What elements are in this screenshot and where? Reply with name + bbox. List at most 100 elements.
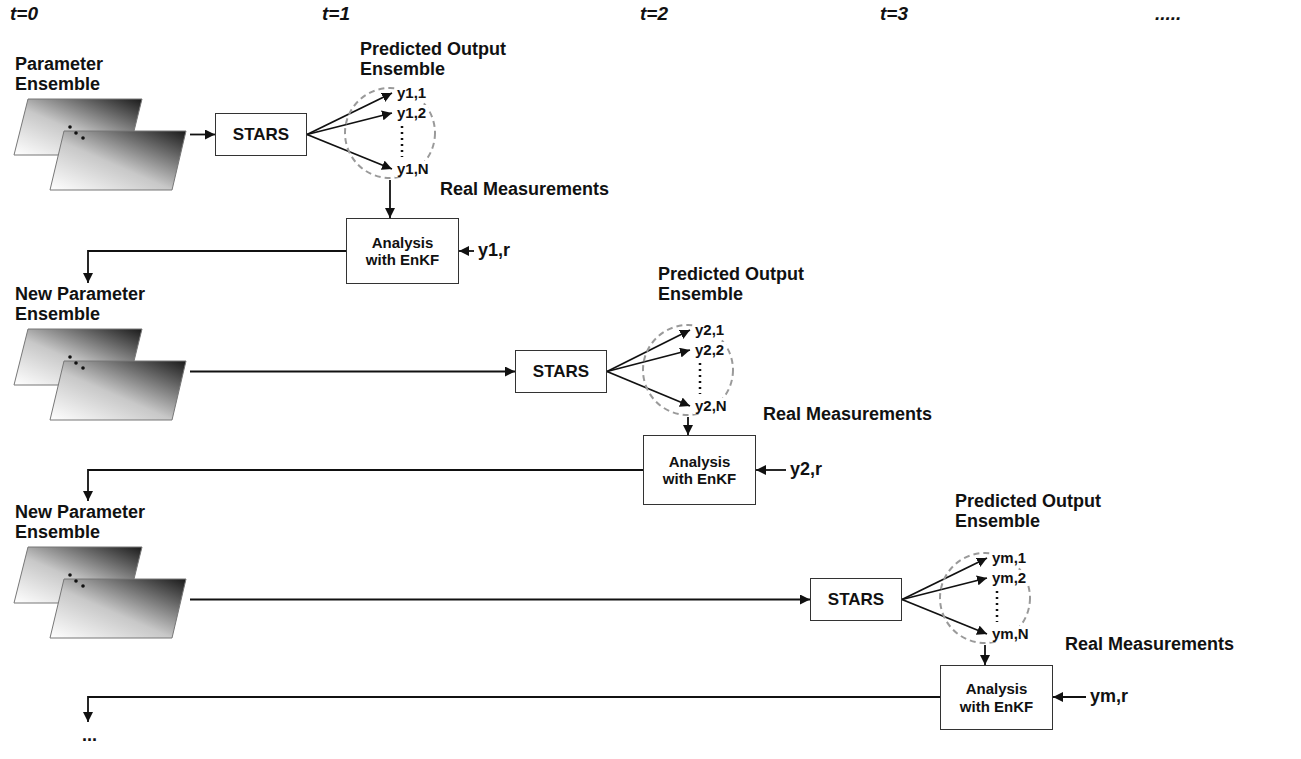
connector-branch <box>307 113 392 135</box>
ensemble-heading: New Parameter Ensemble <box>15 285 165 325</box>
measurement-symbol: ym,r <box>1090 687 1128 707</box>
connector-arrow <box>984 645 986 665</box>
feedback-arrow <box>88 251 346 283</box>
output-symbol: y2,2 <box>693 342 726 359</box>
simulator-box: STARS <box>215 113 307 156</box>
ellipsis-dots <box>996 591 999 622</box>
text-holder: ym,1 <box>990 550 1028 567</box>
output-symbol: ym,1 <box>990 550 1028 567</box>
text-holder: ... <box>82 726 97 746</box>
connector-branch <box>607 330 690 372</box>
ellipsis-dot <box>74 579 78 583</box>
ellipsis-dot <box>74 131 78 135</box>
box-text: STARS <box>828 590 884 610</box>
text-holder: ym,N <box>990 626 1031 643</box>
text-holder: y1,r <box>478 241 510 261</box>
parameter-ensemble: New Parameter Ensemble <box>10 285 190 422</box>
box-text: STARS <box>233 125 289 145</box>
ensemble-circle <box>643 325 733 415</box>
connector-arrow <box>190 134 215 136</box>
ellipsis-dots <box>401 126 404 157</box>
text-holder: t=0 <box>10 4 38 25</box>
analysis-box: Analysis with EnKF <box>940 665 1053 730</box>
parameter-sheet <box>50 579 186 638</box>
ellipsis-dot <box>68 355 72 359</box>
text-holder: t=1 <box>322 4 350 25</box>
text-holder: y2,r <box>790 460 822 480</box>
connector-arrow <box>389 180 391 218</box>
ellipsis-dot <box>81 136 85 140</box>
continuation-arrow <box>88 697 940 722</box>
feedback-arrow <box>88 470 643 501</box>
connector-arrow <box>687 417 689 435</box>
continuation-dots: ..... <box>1155 4 1181 25</box>
parameter-sheet <box>50 131 186 190</box>
output-symbol: ym,N <box>990 626 1031 643</box>
connector-arrow <box>190 371 515 373</box>
ensemble-circle <box>940 553 1030 643</box>
text-holder: Predicted Output Ensemble <box>955 492 1130 532</box>
ensemble-heading: Parameter Ensemble <box>15 55 165 95</box>
measurement-symbol: y1,r <box>478 241 510 261</box>
measurement-arrow <box>756 469 786 471</box>
ensemble-heading: Predicted Output Ensemble <box>360 40 535 80</box>
analysis-box: Analysis with EnKF <box>643 435 756 505</box>
text-holder: y1,1 <box>395 85 428 102</box>
output-symbol: ym,2 <box>990 570 1028 587</box>
ellipsis-dots <box>699 363 702 394</box>
parameter-ensemble: Parameter Ensemble <box>10 55 190 192</box>
time-label: t=1 <box>322 4 350 25</box>
output-symbol: y1,1 <box>395 85 428 102</box>
ensemble-heading: New Parameter Ensemble <box>15 503 165 543</box>
time-label: t=3 <box>880 4 908 25</box>
box-text: STARS <box>533 362 589 382</box>
parameter-ensemble: New Parameter Ensemble <box>10 503 190 640</box>
ellipsis-dot <box>68 125 72 129</box>
measurement-label: Real Measurements <box>1065 635 1234 655</box>
ensemble-circle <box>345 88 435 178</box>
output-symbol: y1,N <box>395 161 431 178</box>
ellipsis-dot <box>81 584 85 588</box>
measurement-label: Real Measurements <box>763 405 932 425</box>
ensemble-heading: Predicted Output Ensemble <box>955 492 1130 532</box>
connector-arrow <box>190 599 810 601</box>
ensemble-sheets <box>10 327 190 422</box>
text-holder: Real Measurements <box>1065 635 1234 655</box>
text-holder: y1,2 <box>395 105 428 122</box>
box-text: Analysis with EnKF <box>360 234 445 269</box>
ensemble-sheets <box>10 545 190 640</box>
output-symbol: y1,2 <box>395 105 428 122</box>
ellipsis-dot <box>74 361 78 365</box>
ellipsis-dot <box>81 366 85 370</box>
text-holder: y2,2 <box>693 342 726 359</box>
box-text: Analysis with EnKF <box>657 453 742 488</box>
output-ensemble: Predicted Output Ensembley2,1y2,2y2,N <box>633 265 828 426</box>
text-holder: Real Measurements <box>440 180 609 200</box>
text-holder: Predicted Output Ensemble <box>360 40 535 80</box>
simulator-box: STARS <box>810 578 902 621</box>
parameter-sheet <box>50 361 186 420</box>
connector-branch <box>902 578 987 600</box>
text-holder: ym,2 <box>990 570 1028 587</box>
ellipsis-dot <box>68 573 72 577</box>
output-ensemble: Predicted Output Ensembleym,1ym,2ym,N <box>930 492 1125 654</box>
connector-branch <box>607 372 690 407</box>
time-label: t=2 <box>640 4 668 25</box>
text-holder: ..... <box>1155 4 1181 25</box>
measurement-arrow <box>459 250 474 252</box>
fan-connector <box>902 558 987 634</box>
analysis-box: Analysis with EnKF <box>346 218 459 284</box>
measurement-label: Real Measurements <box>440 180 609 200</box>
continuation-dots: ... <box>82 726 97 746</box>
output-ensemble: Predicted Output Ensembley1,1y1,2y1,N <box>335 40 530 189</box>
text-holder: y1,N <box>395 161 431 178</box>
fan-connector <box>607 330 690 406</box>
measurement-arrow <box>1053 696 1086 698</box>
text-holder: ym,r <box>1090 687 1128 707</box>
text-holder: t=3 <box>880 4 908 25</box>
output-symbol: y2,N <box>693 398 729 415</box>
text-holder: y2,1 <box>693 322 726 339</box>
time-label: t=0 <box>10 4 38 25</box>
box-text: Analysis with EnKF <box>954 680 1039 715</box>
